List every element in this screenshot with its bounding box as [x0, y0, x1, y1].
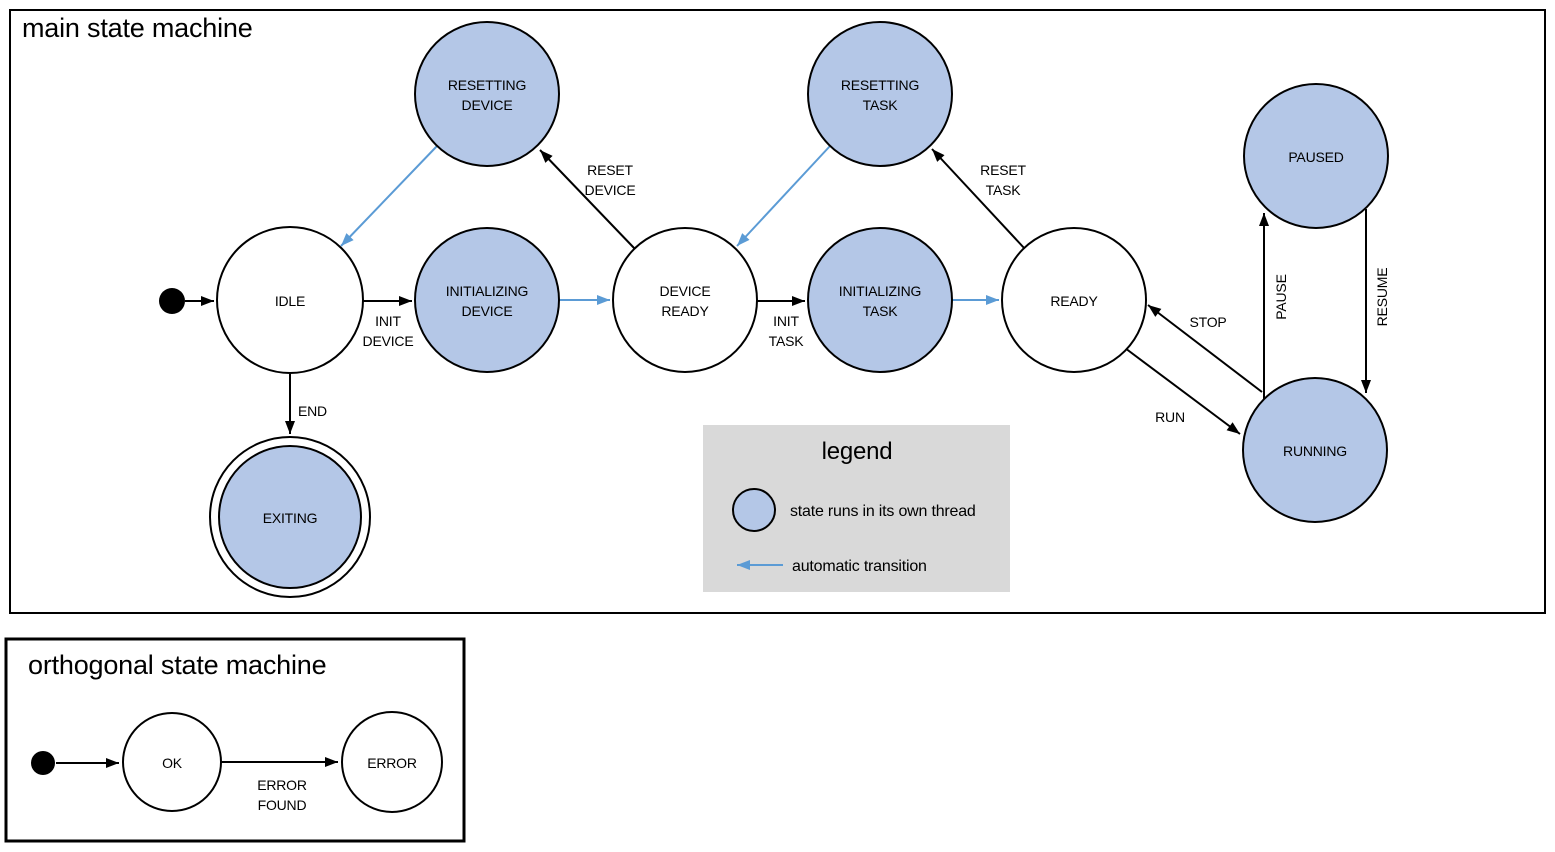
state-circle	[1242, 377, 1388, 523]
state-device-ready: DEVICE READY	[612, 227, 758, 373]
transition-end-label: END	[298, 403, 327, 419]
state-running: RUNNING	[1242, 377, 1388, 523]
transition-init-task-label-line1: INIT	[773, 313, 799, 329]
state-label: IDLE	[275, 293, 305, 309]
orthogonal-state-machine-title: orthogonal state machine	[28, 650, 326, 680]
state-label-line2: TASK	[863, 97, 899, 113]
state-circle	[414, 227, 560, 373]
state-ready: READY	[1001, 227, 1147, 373]
legend: legend state runs in its own thread auto…	[703, 425, 1010, 592]
orthogonal-state-machine: orthogonal state machine OK ERROR FOUND …	[4, 637, 466, 843]
transition-init-device-label-line1: INIT	[375, 313, 401, 329]
state-initializing-device: INITIALIZING DEVICE	[414, 227, 560, 373]
transition-error-found-label-line2: FOUND	[258, 797, 307, 813]
state-exiting-final: EXITING	[209, 436, 371, 598]
transition-init-task-label-line2: TASK	[769, 333, 805, 349]
transition-resume-label: RESUME	[1374, 268, 1390, 327]
state-error: ERROR	[341, 711, 443, 813]
state-idle: IDLE	[216, 226, 364, 374]
transition-reset-device-label-line1: RESET	[587, 162, 633, 178]
initial-state-dot	[159, 288, 185, 314]
state-circle	[414, 21, 560, 167]
state-initial-orthogonal	[31, 751, 55, 775]
legend-title: legend	[822, 438, 893, 465]
state-resetting-device: RESETTING DEVICE	[414, 21, 560, 167]
transition-reset-task-label-line2: TASK	[986, 182, 1022, 198]
state-circle	[341, 711, 443, 813]
state-ok: OK	[122, 712, 222, 812]
state-initializing-task: INITIALIZING TASK	[807, 227, 953, 373]
transition-reset-task-label-line1: RESET	[980, 162, 1026, 178]
legend-threaded-state-icon	[732, 488, 776, 532]
transition-stop-label: STOP	[1189, 314, 1226, 330]
transition-run-label: RUN	[1155, 409, 1185, 425]
state-circle	[1001, 227, 1147, 373]
state-circle	[218, 445, 362, 589]
transition-auto-resetdevice-to-idle-arrow	[340, 145, 438, 247]
transition-reset-device-label-line2: DEVICE	[585, 182, 636, 198]
state-label: PAUSED	[1288, 149, 1343, 165]
transition-init-device-label-line2: DEVICE	[363, 333, 414, 349]
transitions: INIT DEVICE INIT TASK RESET DEVICE RESET…	[185, 145, 1390, 435]
state-label: ERROR	[367, 755, 417, 771]
transition-auto-resettask-to-deviceready-arrow	[736, 145, 831, 247]
transition-reset-device-arrow	[539, 149, 636, 250]
state-label-line1: INITIALIZING	[839, 283, 921, 299]
legend-thread-item-label: state runs in its own thread	[790, 503, 976, 520]
state-label: RUNNING	[1283, 443, 1347, 459]
initial-state-dot	[31, 751, 55, 775]
state-label: OK	[162, 755, 183, 771]
state-resetting-task: RESETTING TASK	[807, 21, 953, 167]
state-circle	[807, 227, 953, 373]
state-initial	[159, 288, 185, 314]
transition-pause-label: PAUSE	[1273, 274, 1289, 319]
main-state-machine: main state machine INIT DEVICE INIT TASK…	[9, 9, 1546, 614]
state-circle	[807, 21, 953, 167]
transition-stop-arrow	[1147, 304, 1263, 393]
transition-run-arrow	[1124, 347, 1241, 435]
state-label: EXITING	[263, 510, 318, 526]
state-circle	[612, 227, 758, 373]
state-label-line1: INITIALIZING	[446, 283, 528, 299]
state-label-line1: RESETTING	[841, 77, 919, 93]
state-circle	[216, 226, 364, 374]
main-state-machine-title: main state machine	[22, 13, 253, 43]
state-label-line2: DEVICE	[462, 97, 513, 113]
state-label: READY	[1050, 293, 1098, 309]
state-label-line2: READY	[661, 303, 709, 319]
state-label-line1: RESETTING	[448, 77, 526, 93]
state-label-line2: TASK	[863, 303, 899, 319]
state-circle	[1243, 83, 1389, 229]
state-paused: PAUSED	[1243, 83, 1389, 229]
transition-error-found-label-line1: ERROR	[257, 777, 307, 793]
state-label-line1: DEVICE	[660, 283, 711, 299]
legend-auto-item-label: automatic transition	[792, 558, 927, 575]
state-label-line2: DEVICE	[462, 303, 513, 319]
transition-reset-task-arrow	[931, 148, 1026, 250]
